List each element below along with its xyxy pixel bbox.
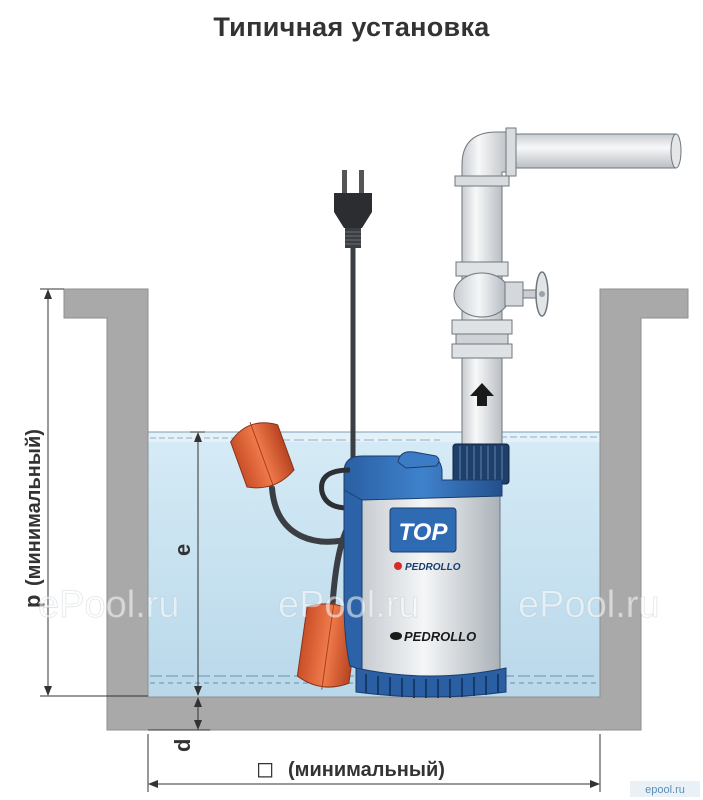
pump-brand-large: PEDROLLO [404, 629, 476, 644]
pit-walls [63, 288, 689, 731]
dimension-p-note: (минимальный) [23, 429, 45, 586]
dimension-e-label: e [170, 544, 195, 556]
pump-brand-small: PEDROLLO [405, 562, 461, 573]
dimension-width-symbol: ◻ [256, 756, 274, 781]
plug-icon [334, 170, 372, 248]
dimension-d-label: d [170, 739, 195, 752]
watermark-right: ePool.ru [518, 584, 660, 626]
dimension-p-label: p [20, 595, 45, 608]
dimension-arrows [44, 289, 600, 788]
float-switch-upper [230, 421, 295, 489]
float-switch-lower [296, 602, 360, 690]
watermark-center: ePool.ru [278, 584, 420, 626]
corner-watermark-bg [630, 781, 700, 797]
outlet-coupling [452, 443, 510, 485]
valve-handwheel-icon [522, 271, 549, 317]
dimension-width-note: (минимальный) [288, 759, 445, 781]
flow-arrow-up-icon [470, 383, 494, 406]
pump-model-badge: TOP [399, 519, 449, 546]
dimension-lines [40, 288, 601, 792]
watermark-left: ePool.ru [38, 584, 180, 626]
discharge-pipe [451, 127, 682, 458]
submersible-pump: TOP PEDROLLO PEDROLLO [319, 451, 507, 698]
corner-watermark: epool.ru [645, 784, 685, 796]
page-title: Типичная установка [213, 12, 490, 42]
